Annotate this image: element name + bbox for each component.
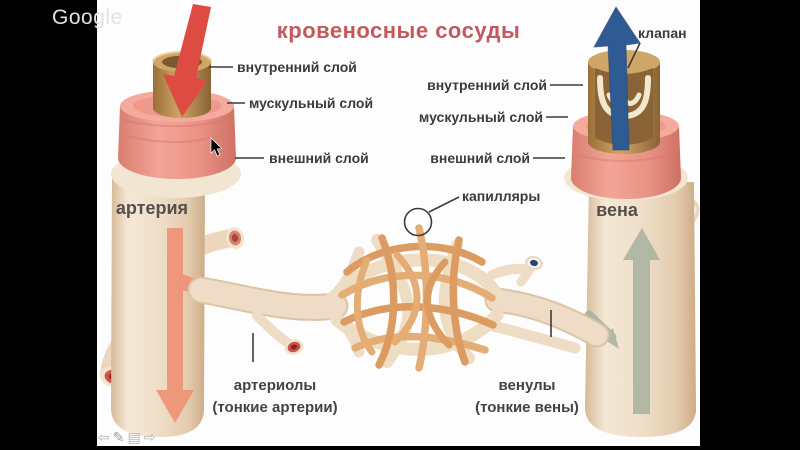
venule-vessel [483, 255, 610, 354]
next-slide-icon[interactable]: ⇨ [143, 429, 156, 445]
arterioles-label: артериолы (тонкие артерии) [212, 377, 338, 416]
presentation-toolbar: ⇦ ✎ ▤ ⇨ [98, 429, 156, 445]
vein-cutaway-layers [564, 50, 688, 201]
capillaries-label: капилляры [462, 188, 541, 204]
blood-vessels-illustration [100, 4, 700, 438]
vein-muscle-layer-label: мускульный слой [418, 109, 543, 125]
presentation-slide: кровеносные сосуды внутренний слой муску… [97, 0, 700, 446]
artery-inner-layer-label: внутренний слой [237, 59, 357, 75]
capillary-mesh [328, 224, 504, 372]
artery-label: артерия [115, 198, 189, 218]
vein-outer-layer-label: внешний слой [430, 150, 530, 166]
artery-outer-layer-label: внешний слой [269, 150, 369, 166]
vein-group [564, 6, 700, 437]
valve-label: клапан [638, 25, 687, 41]
capillary-circle-annotation [403, 207, 433, 237]
pen-icon[interactable]: ✎ [112, 429, 125, 445]
slides-menu-icon[interactable]: ▤ [127, 429, 141, 445]
artery-group [100, 4, 245, 438]
leader-lines [209, 42, 641, 362]
artery-muscle-layer-label: мускульный слой [249, 95, 374, 111]
mouse-cursor [210, 137, 223, 157]
slide-title: кровеносные сосуды [276, 18, 521, 43]
vein-inner-layer-label: внутренний слой [427, 77, 547, 93]
google-watermark: Google [52, 6, 123, 29]
venules-label: венулы (тонкие вены) [475, 377, 579, 416]
artery-red-arrow [163, 4, 211, 117]
vein-label: вена [596, 200, 638, 220]
vein-blue-arrow [593, 6, 641, 151]
previous-slide-icon[interactable]: ⇦ [98, 429, 110, 445]
